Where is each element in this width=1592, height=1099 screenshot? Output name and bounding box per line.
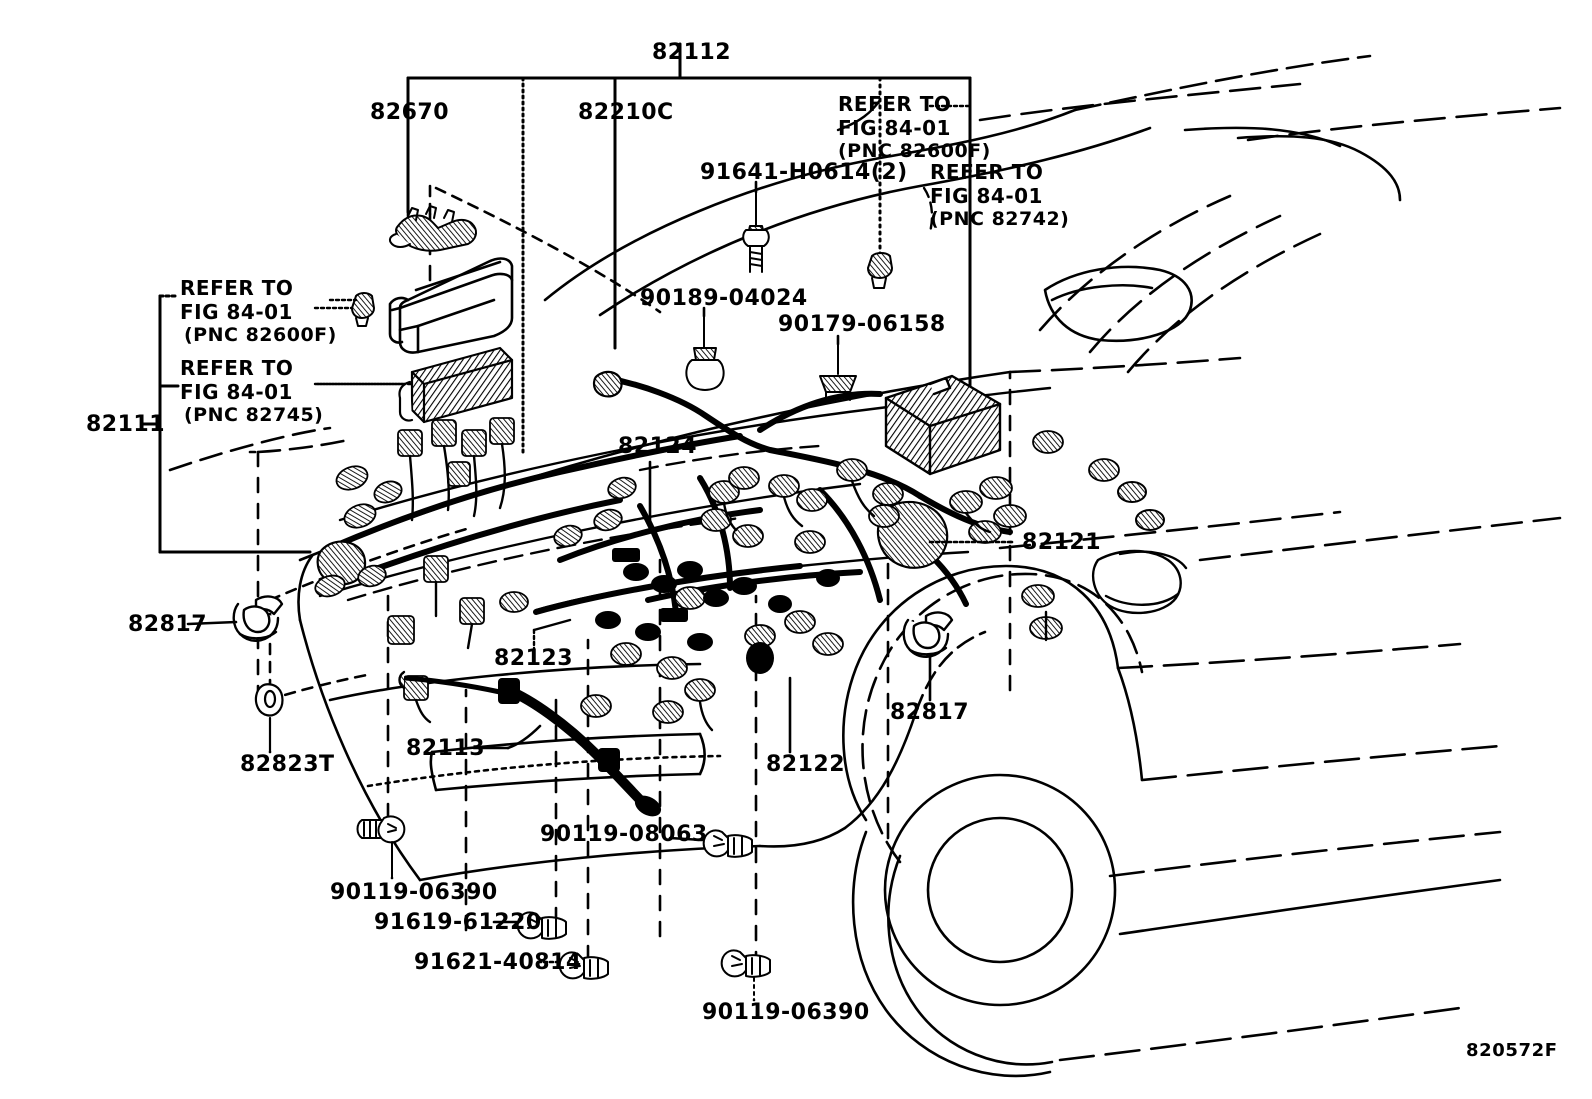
part-82745-block	[398, 346, 514, 424]
refer-top-b-line1: REFER TO	[930, 160, 1044, 184]
part-91621-40814-bolt	[558, 951, 609, 980]
refer-left-a-line3: (PNC 82600F)	[184, 324, 337, 346]
part-91641-bolt	[742, 189, 770, 273]
part-90119-08063-bolt	[702, 829, 753, 858]
refer-top-b-line2: FIG 84-01	[930, 184, 1043, 208]
label-82823T: 82823T	[240, 752, 335, 777]
label-82210C: 82210C	[578, 100, 674, 125]
refer-top-b-line3: (PNC 82742)	[930, 208, 1070, 230]
refer-left-a-line2: FIG 84-01	[180, 300, 293, 324]
vehicle-outline	[168, 54, 1562, 1078]
part-82113-wire	[398, 670, 662, 817]
part-82817-clamp-left	[232, 595, 284, 642]
part-90119-06390-bottom	[720, 949, 771, 1001]
label-82112: 82112	[652, 40, 732, 65]
label-90119-06390-bottom: 90119-06390	[702, 1000, 870, 1025]
label-91641-h0614: 91641-H0614(2)	[700, 160, 908, 185]
label-82670: 82670	[370, 100, 450, 125]
diagram-sheet-code: 820572F	[1466, 1040, 1558, 1061]
part-90189-grommet	[685, 311, 725, 391]
refer-top-a-line1: REFER TO	[838, 92, 952, 116]
part-82600F-clip-top	[867, 252, 893, 289]
label-91619-61220: 91619-61220	[374, 910, 542, 935]
label-90119-08063: 90119-08063	[540, 822, 708, 847]
part-82210C	[388, 257, 514, 354]
part-82600F-clip-left	[351, 292, 375, 327]
part-82670	[388, 205, 477, 252]
part-91619-61220-bolt	[516, 911, 567, 940]
refer-left-b-line1: REFER TO	[180, 356, 294, 380]
leader-82111-stem	[140, 294, 180, 554]
part-82742-box	[884, 374, 1002, 476]
refer-top-a-line2: FIG 84-01	[838, 116, 951, 140]
label-90179-06158: 90179-06158	[778, 312, 946, 337]
label-82111: 82111	[86, 412, 166, 437]
part-90119-06390-left	[356, 815, 406, 879]
label-82113: 82113	[406, 736, 486, 761]
refer-left-b-line2: FIG 84-01	[180, 380, 293, 404]
leader-82111	[158, 422, 312, 554]
refer-left-a-line1: REFER TO	[180, 276, 294, 300]
label-82817-left: 82817	[128, 612, 208, 637]
part-90179-nut	[819, 341, 857, 401]
label-90119-06390-left: 90119-06390	[330, 880, 498, 905]
label-82123: 82123	[494, 646, 574, 671]
label-82121: 82121	[1022, 530, 1102, 555]
refer-top-a-line3: (PNC 82600F)	[838, 140, 991, 162]
part-82817-clamp-right	[902, 611, 954, 658]
refer-left-b-line3: (PNC 82745)	[184, 404, 324, 426]
label-82122: 82122	[766, 752, 846, 777]
label-90189-04024: 90189-04024	[640, 286, 808, 311]
label-82124: 82124	[618, 434, 698, 459]
label-leaders	[186, 126, 1014, 1002]
label-82817-right: 82817	[890, 700, 970, 725]
label-91621-40814: 91621-40814	[414, 950, 582, 975]
part-82823T-clip	[254, 683, 284, 754]
